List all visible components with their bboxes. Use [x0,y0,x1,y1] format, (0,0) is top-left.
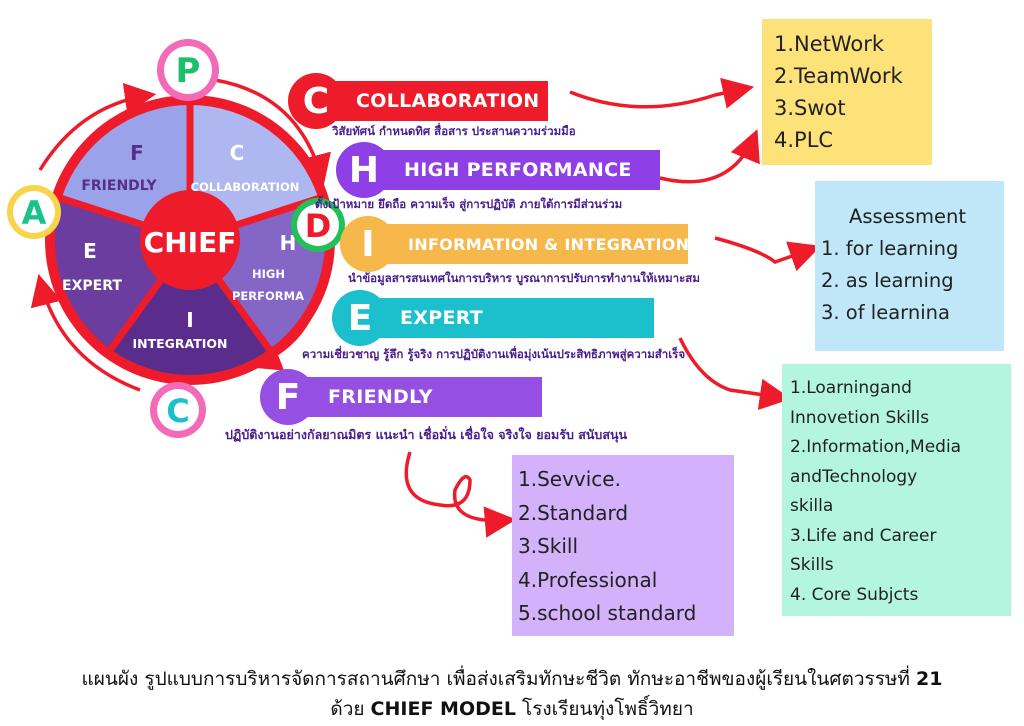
service-item: 4.Professional [518,567,658,592]
banner-desc-expert: ความเชี่ยวชาญ รู้ลึก รู้จริง การปฏิบัติง… [302,347,686,361]
banner-information-integration: I INFORMATION & INTEGRATION [340,216,690,272]
wedge-h-label-1: HIGH [252,267,285,281]
assessment-item: 2. as learning [821,269,954,292]
banner-letter: F [260,369,316,425]
skills-item: Skills [790,555,834,575]
banner-desc-information-integration: นำข้อมูลสารสนเทศในการบริหาร บูรณาการปรับ… [348,271,700,285]
wedge-c-letter: C [230,141,245,165]
caption-text: แผนผัง รูปแบบการบริหารจัดการสถานศึกษา เพ… [81,668,916,690]
service-item: 5.school standard [518,601,697,625]
service-box: 1.Sevvice. 2.Standard 3.Skill 4.Professi… [512,455,734,636]
assessment-title: Assessment [849,205,966,228]
badge-d: D [291,198,345,252]
skills-box: 1.Loarningand Innovetion Skills 2.Inform… [782,364,1011,616]
assessment-item: 1. for learning [821,237,959,260]
banner-letter: E [332,290,388,346]
network-item: 3.Swot [774,96,846,120]
banner-desc-high-performance: ตั้งเป้าหมาย ยึดถือ ความเร็จ สู่การปฏิบั… [315,197,623,211]
caption-century: 21 [916,668,943,690]
wheel-center [140,190,240,290]
banner-title: EXPERT [400,307,484,329]
network-item: 4.PLC [774,128,834,152]
banner-letter: H [336,142,392,198]
wedge-f-letter: F [130,141,144,165]
assessment-box: Assessment 1. for learning 2. as learnin… [815,181,1004,351]
skills-item: Innovetion Skills [790,407,930,428]
skills-item: 1.Loarningand [790,378,912,398]
wedge-h-label-2: PERFORMA [232,289,304,303]
skills-item: skilla [790,496,834,516]
wheel-center-label: CHIEF [144,226,237,259]
wedge-e-label: EXPERT [62,278,122,294]
badge-a: A [7,185,61,239]
svg-text:D: D [305,207,332,245]
banner-title: FRIENDLY [328,386,433,408]
skills-item: 4. Core Subjcts [790,584,919,605]
service-item: 3.Skill [518,534,579,558]
service-item: 2.Standard [518,500,629,525]
service-item: 1.Sevvice. [518,467,621,491]
banner-letter: I [340,216,396,272]
banner-desc-friendly: ปฏิบัติงานอย่างกัลยาณมิตร แนะนำ เชื่อมั่… [225,427,628,442]
wedge-i-label: INTEGRATION [132,336,227,351]
banner-title: HIGH PERFORMANCE [404,159,632,181]
banner-desc-collaboration: วิสัยทัศน์ กำหนดทิศ สื่อสาร ประสานความร่… [332,124,576,138]
skills-item: andTechnology [790,466,918,487]
wedge-e-letter: E [83,239,97,263]
caption-line-1: แผนผัง รูปแบบการบริหารจัดการสถานศึกษา เพ… [0,664,1024,694]
badge-p: P [157,39,219,101]
caption-model-name: CHIEF MODEL [370,698,516,720]
network-item: 2.TeamWork [774,64,903,88]
caption-prefix: ด้วย [330,698,371,720]
wedge-i-letter: I [186,308,193,332]
caption-school: โรงเรียนทุ่งโพธิ์วิทยา [515,698,694,720]
network-item: 1.NetWork [774,32,885,56]
wedge-f-label: FRIENDLY [81,178,157,194]
connector-arrows [404,77,821,538]
wedge-integration [110,240,270,376]
caption-line-2: ด้วย CHIEF MODEL โรงเรียนทุ่งโพธิ์วิทยา [0,694,1024,724]
banner-collaboration: C COLLABORATION [288,73,548,129]
svg-text:A: A [22,194,47,232]
assessment-item: 3. of learnina [821,301,950,324]
svg-text:P: P [176,51,201,91]
skills-item: 2.Information,Media [790,437,962,457]
svg-text:C: C [166,392,189,430]
wedge-c-label: COLLABORATION [191,180,300,194]
banner-title: COLLABORATION [356,90,540,112]
banner-title: INFORMATION & INTEGRATION [408,234,690,254]
skills-item: 3.Life and Career [790,525,937,546]
banner-expert: E EXPERT [332,290,654,346]
badge-c: C [150,382,206,438]
wedge-h-letter: H [280,231,297,255]
banner-friendly: F FRIENDLY [260,369,542,425]
banner-letter: C [288,73,344,129]
banner-high-performance: H HIGH PERFORMANCE [336,142,660,198]
network-box: 1.NetWork 2.TeamWork 3.Swot 4.PLC [762,19,932,165]
